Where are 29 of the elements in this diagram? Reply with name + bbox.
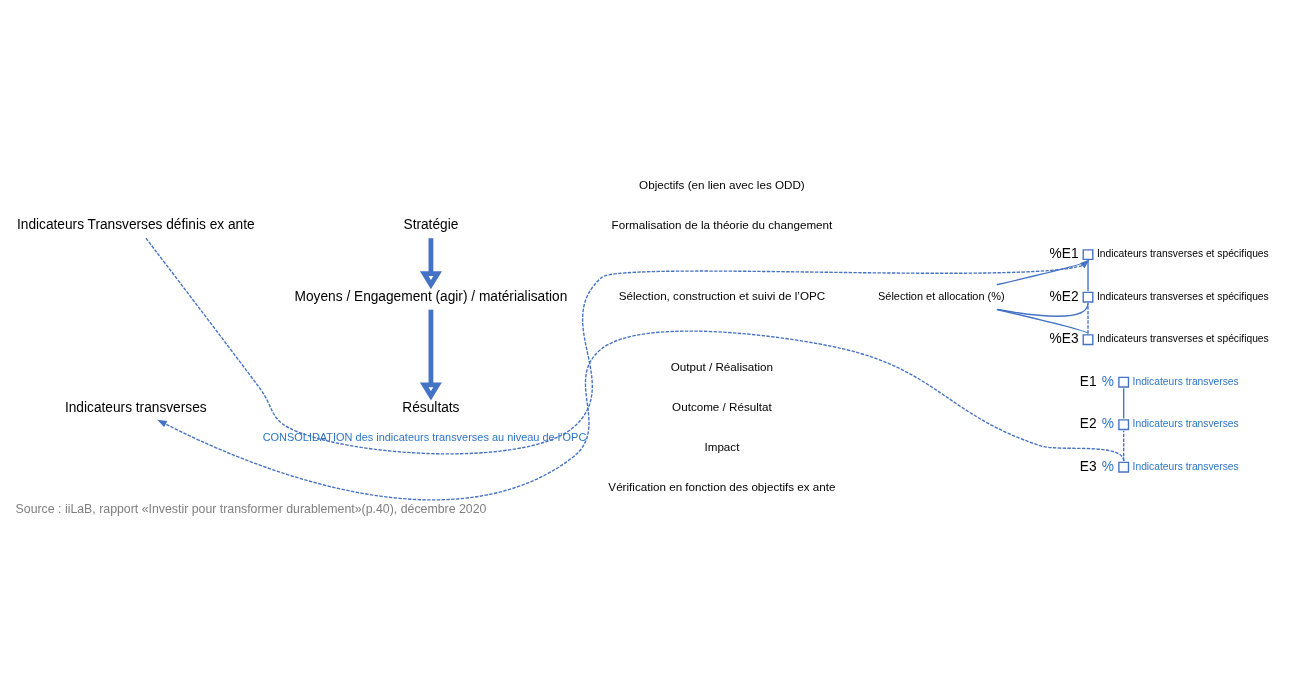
node-label: %E1 — [1049, 246, 1079, 262]
label: Formalisation de la théorie du changement — [611, 217, 833, 231]
node-label: Indicateurs transverses — [1132, 375, 1239, 387]
node-label: %E2 — [1049, 288, 1079, 304]
node-label: Indicateurs transverses — [1132, 418, 1239, 430]
node-label: %E3 — [1049, 331, 1079, 347]
node-label: Indicateurs transverses et spécifiques — [1096, 290, 1269, 302]
label: Sélection, construction et suivi de l’OPC — [618, 288, 826, 302]
node-label: Indicateurs transverses et spécifiques — [1096, 248, 1269, 260]
node-label: Indicateurs transverses — [1132, 460, 1239, 472]
node-text: Sélection et allocation (%) — [877, 289, 1005, 302]
label: Outcome / Résultat — [672, 400, 772, 414]
node-text: Moyens / Engagement (agir) / matérialisation — [294, 288, 568, 304]
node-label: Indicateurs transverses et spécifiques — [1096, 333, 1269, 345]
label: Output / Réalisation — [670, 360, 774, 374]
node-label: E2 — [1079, 416, 1097, 432]
label: Objectifs (en lien avec les ODD) — [639, 177, 805, 191]
node-label: E3 — [1079, 458, 1097, 474]
node-label: E1 — [1079, 373, 1097, 389]
node-text: Indicateurs Transverses définis ex ante — [16, 217, 255, 233]
node-text: Résultats — [402, 399, 460, 415]
node-label: % — [1101, 416, 1114, 432]
node-label: % — [1101, 458, 1114, 474]
label: Vérification en fonction des objectifs ex ante — [608, 479, 836, 493]
node-text: Stratégie — [403, 217, 459, 233]
node-label: % — [1101, 373, 1114, 389]
node-text: Indicateurs transverses — [64, 399, 207, 415]
label: Impact — [704, 439, 740, 453]
caption: Source : iiLaB, rapport «Investir pour transformer durablement»(p.40), décembre 2020 — [15, 501, 487, 516]
